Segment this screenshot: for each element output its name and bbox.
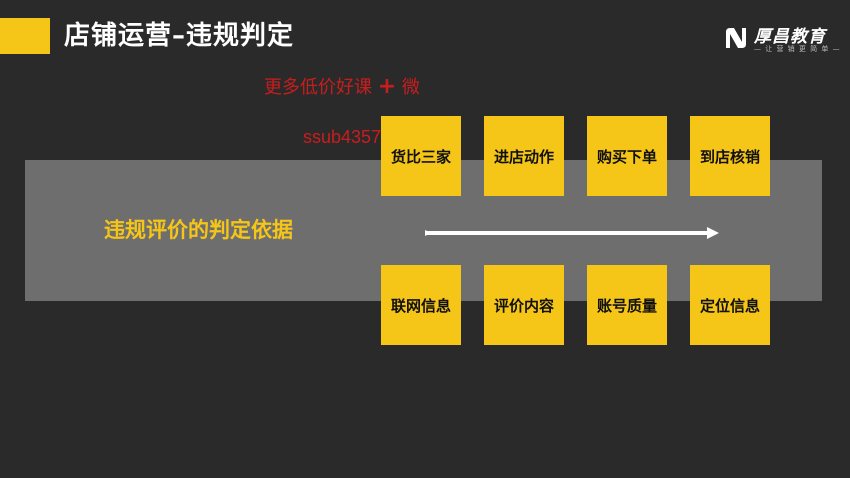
factor-box: 到店核销 <box>690 116 770 196</box>
logo-slogan: — 让 营 销 更 简 单 — <box>754 45 841 53</box>
factor-box: 评价内容 <box>484 265 564 345</box>
factor-box: 货比三家 <box>381 116 461 196</box>
promo-overlay: 更多低价好课 + 微 <box>264 73 420 99</box>
logo-icon <box>726 28 746 48</box>
factor-box: 进店动作 <box>484 116 564 196</box>
factor-box: 定位信息 <box>690 265 770 345</box>
title-accent-bar <box>0 18 50 54</box>
promo-suffix: 微 <box>401 77 420 98</box>
factor-box: 联网信息 <box>381 265 461 345</box>
brand-logo: 厚昌教育 — 让 营 销 更 简 单 — <box>722 22 840 56</box>
factor-box: 账号质量 <box>587 265 667 345</box>
promo-text: 更多低价好课 <box>264 77 372 98</box>
factor-box: 购买下单 <box>587 116 667 196</box>
band-label: 违规评价的判定依据 <box>104 218 293 242</box>
slide-title: 店铺运营–违规判定 <box>64 21 295 51</box>
watermark-text: ssub4357 <box>303 127 382 147</box>
plus-icon: + <box>377 74 397 99</box>
arrow-right-icon <box>425 227 719 239</box>
logo-name: 厚昌教育 <box>754 27 826 47</box>
